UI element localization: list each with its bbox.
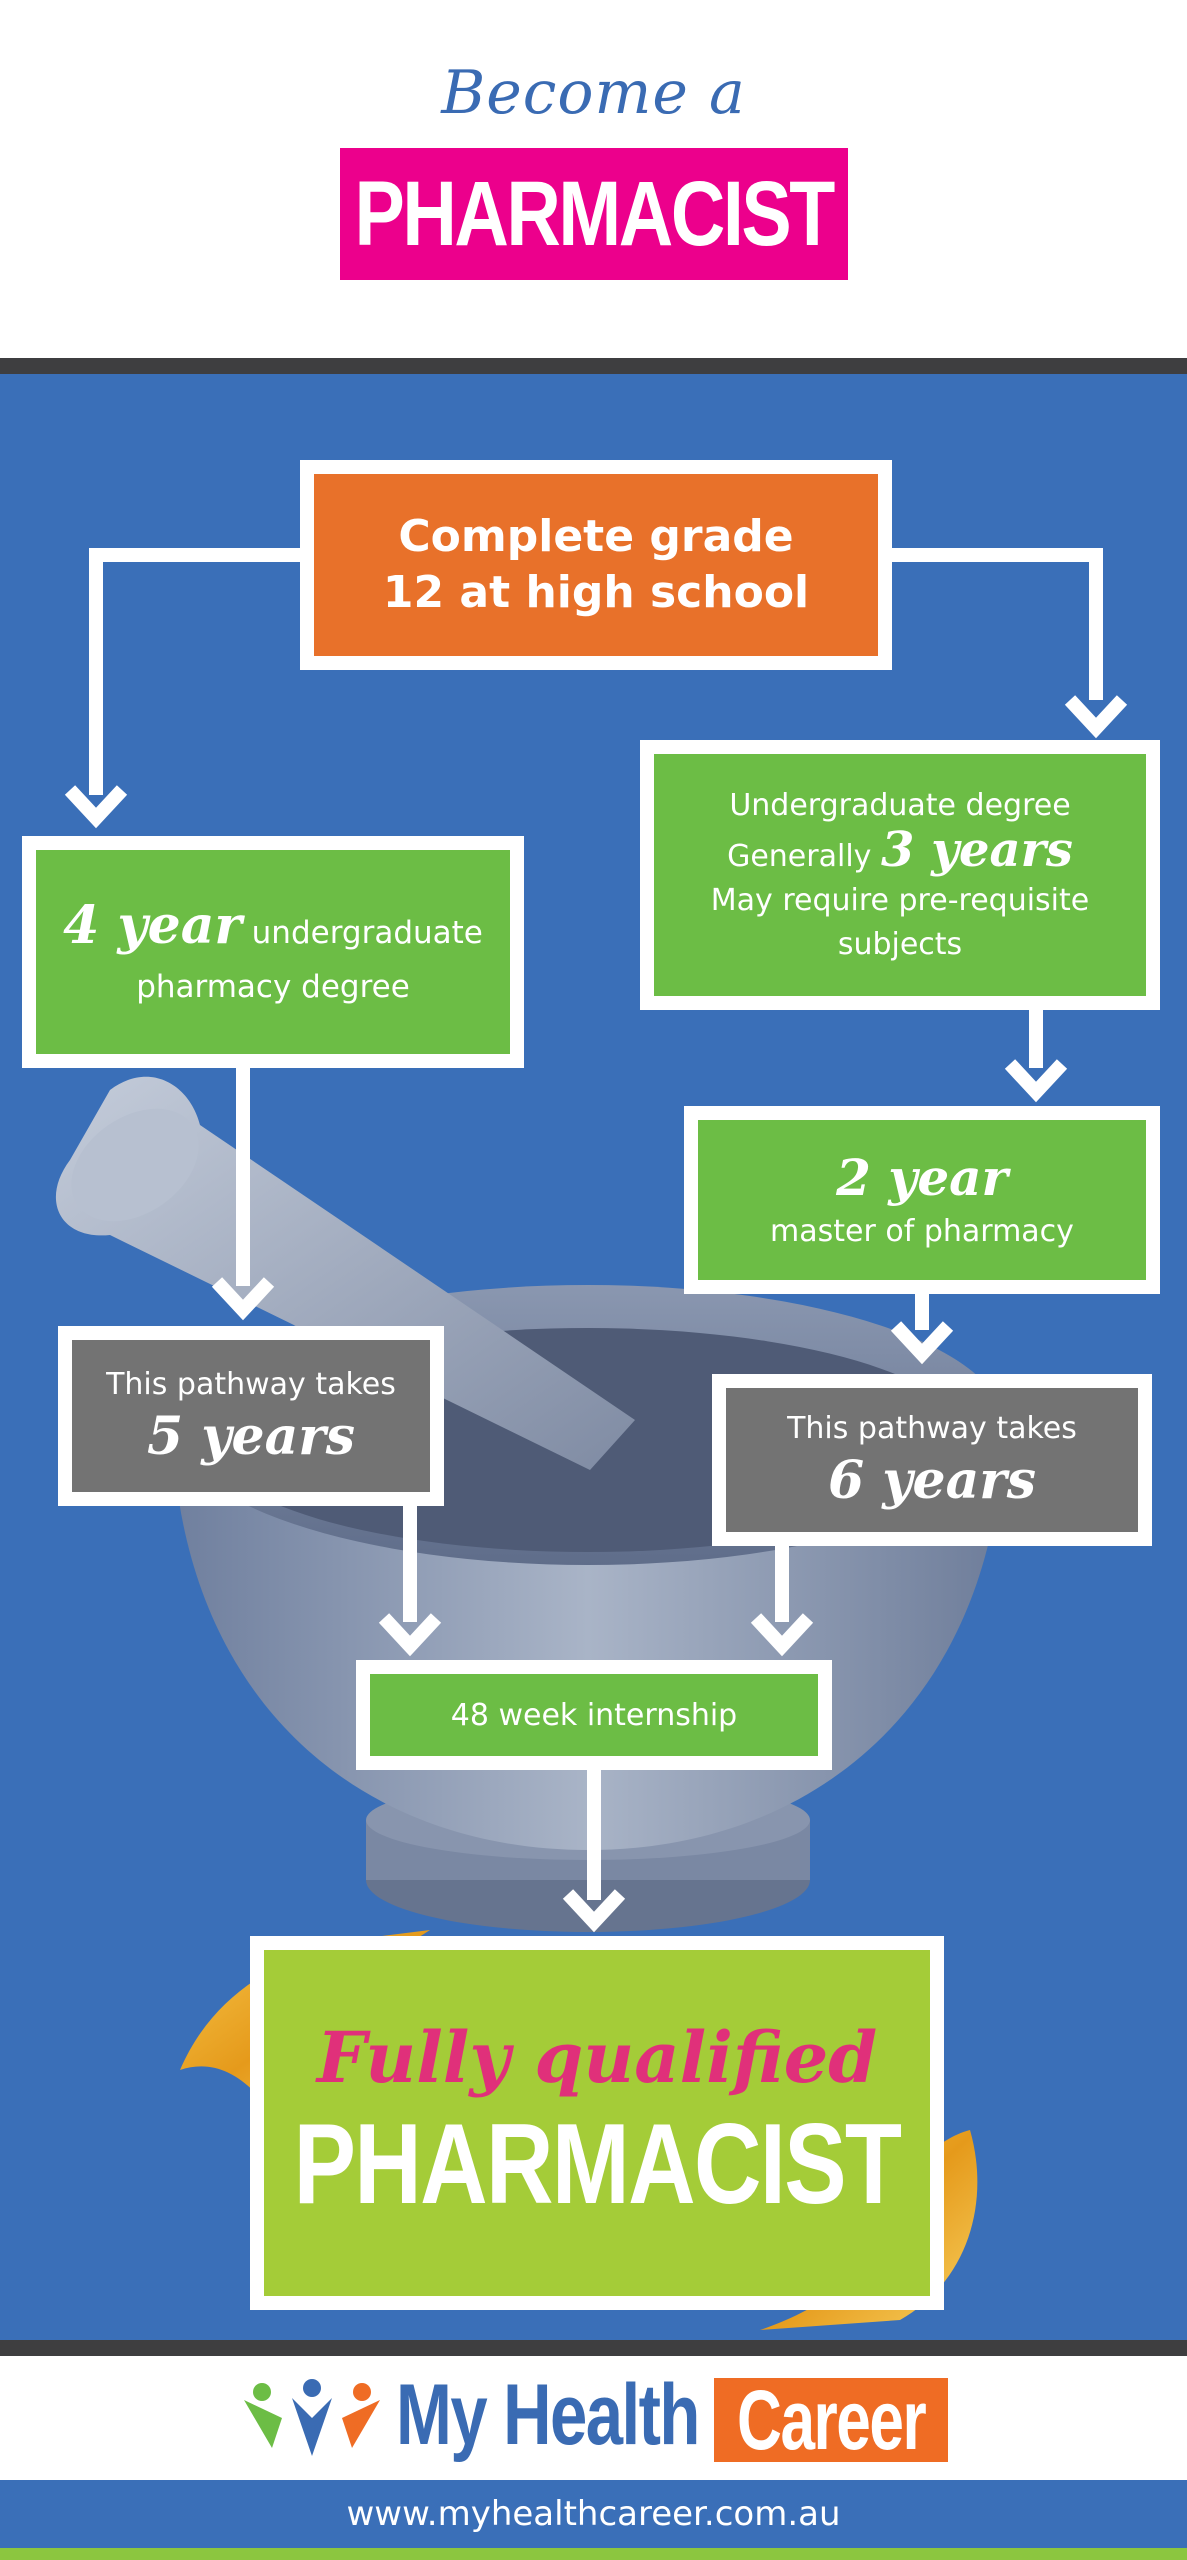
ug-line2-emphasis: 3 years (880, 821, 1073, 878)
top-divider (0, 358, 1187, 374)
pathway5-line1: This pathway takes (106, 1367, 396, 1402)
internship-label: 48 week internship (450, 1697, 738, 1733)
two-year-emphasis: 2 year (836, 1148, 1008, 1207)
bottom-divider (0, 2340, 1187, 2356)
four-year-line1: 4 year undergraduate (63, 895, 483, 964)
ug-line1: Undergraduate degree (729, 787, 1071, 823)
four-year-emphasis: 4 year (63, 894, 242, 956)
pathway-five-years: This pathway takes 5 years (58, 1326, 444, 1506)
step-undergraduate-degree: Undergraduate degree Generally 3 years M… (640, 740, 1160, 1010)
ug-line2: Generally 3 years (727, 826, 1073, 879)
bottom-green-strip (0, 2548, 1187, 2560)
website-url[interactable]: www.myhealthcareer.com.au (346, 2494, 841, 2534)
step-four-year-degree: 4 year undergraduate pharmacy degree (22, 836, 524, 1068)
title-top: Become a (441, 58, 746, 128)
step-master-of-pharmacy: 2 year master of pharmacy (684, 1106, 1160, 1294)
footer (0, 2356, 1187, 2480)
ug-line2-pre: Generally (727, 838, 881, 874)
logo-text-my-health: My Health (396, 2367, 700, 2463)
two-year-line2: master of pharmacy (770, 1214, 1074, 1249)
step-grade-line1: Complete grade (398, 511, 794, 562)
pathway6-emphasis: 6 years (828, 1450, 1036, 1511)
ug-line3: May require pre-requisite (710, 882, 1090, 918)
url-bar: www.myhealthcareer.com.au (0, 2480, 1187, 2548)
final-qualified-pharmacist: Fully qualified PHARMACIST (250, 1936, 944, 2310)
pathway5-emphasis: 5 years (147, 1406, 355, 1467)
logo-text-career: Career (736, 2378, 927, 2462)
four-year-rest: undergraduate (241, 914, 483, 951)
pathway6-line1: This pathway takes (787, 1411, 1077, 1446)
people-logo-icon (244, 2379, 380, 2456)
step-internship: 48 week internship (356, 1660, 832, 1770)
title-badge-text: PHARMACIST (354, 162, 836, 265)
final-line1: Fully qualified (316, 2016, 878, 2099)
final-line2: PHARMACIST (293, 2101, 902, 2228)
pathway-six-years: This pathway takes 6 years (712, 1374, 1152, 1546)
step-grade-line2: 12 at high school (382, 567, 810, 618)
four-year-line2: pharmacy degree (136, 968, 410, 1005)
logo-career-badge: Career (714, 2378, 948, 2462)
ug-line4: subjects (837, 926, 963, 962)
step-complete-grade-12: Complete grade 12 at high school (300, 460, 892, 670)
title-badge: PHARMACIST (340, 148, 848, 280)
